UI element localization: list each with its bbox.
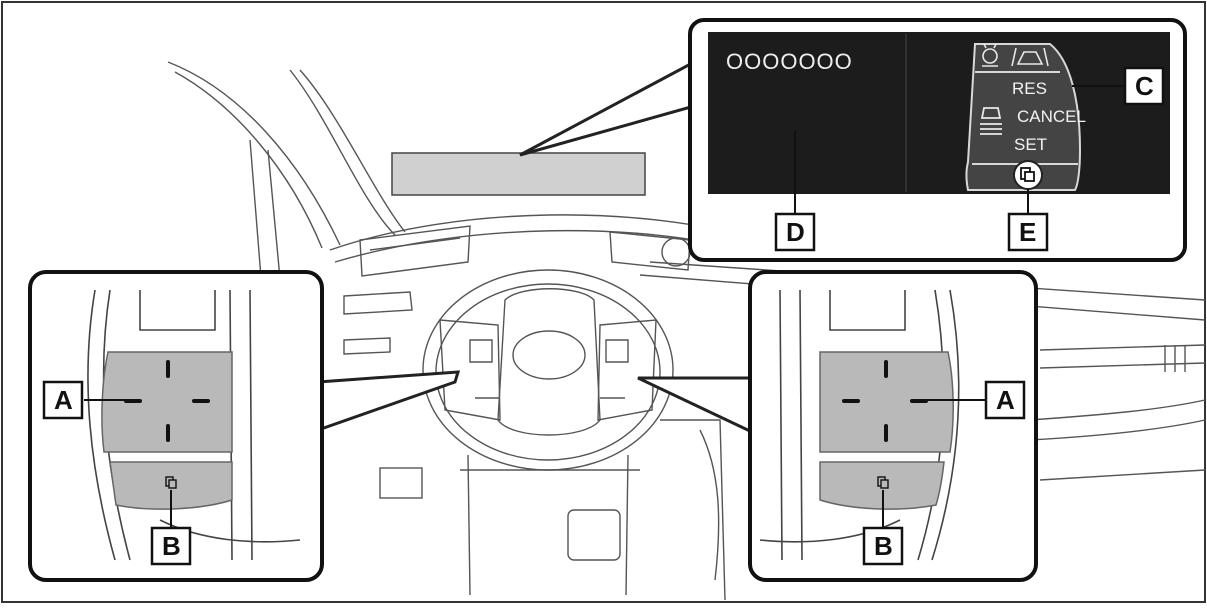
callout-e-box — [1007, 212, 1049, 252]
callout-a-left-box — [42, 380, 84, 420]
display-inset: OOOOOOO RES CANCEL SET — [688, 18, 1187, 262]
display-placeholder-text: OOOOOOO — [726, 49, 853, 74]
steering-assist-icon[interactable] — [982, 43, 998, 67]
callout-c-label: C — [1135, 71, 1154, 101]
callout-b-left-box — [150, 526, 192, 566]
res-button[interactable]: RES — [1012, 79, 1047, 98]
callout-b-left-label: B — [162, 531, 181, 561]
left-display-switch-icon — [165, 476, 177, 489]
dash-display-strip — [391, 152, 646, 196]
display-switch-icon — [1020, 167, 1035, 182]
callout-a-right-label: A — [996, 385, 1015, 415]
set-button[interactable]: SET — [1014, 135, 1047, 154]
right-multi-switch-pad[interactable] — [819, 351, 954, 453]
callout-c-box — [1123, 66, 1165, 106]
display-screen — [708, 32, 1170, 194]
callout-a-left-label: A — [54, 385, 73, 415]
right-pad-cross — [842, 360, 928, 442]
callout-d-label: D — [786, 217, 805, 247]
cruise-switch-panel: RES CANCEL SET — [965, 43, 1086, 191]
callout-d-box — [774, 212, 816, 252]
right-inset-lineart — [759, 289, 960, 561]
callout-a-right-box — [984, 380, 1026, 420]
left-switch-inset: A B — [28, 270, 324, 582]
right-switch-inset: A B — [748, 270, 1038, 582]
callout-b-right-box — [862, 526, 904, 566]
left-pad-cross — [124, 360, 210, 442]
lane-assist-icon[interactable] — [1011, 47, 1049, 67]
cancel-button[interactable]: CANCEL — [1017, 107, 1086, 126]
right-display-switch-icon — [877, 476, 889, 489]
callout-b-right-label: B — [874, 531, 893, 561]
left-multi-switch-pad[interactable] — [101, 351, 233, 453]
vehicle-distance-icon[interactable] — [980, 107, 1002, 135]
callout-e-label: E — [1019, 217, 1036, 247]
